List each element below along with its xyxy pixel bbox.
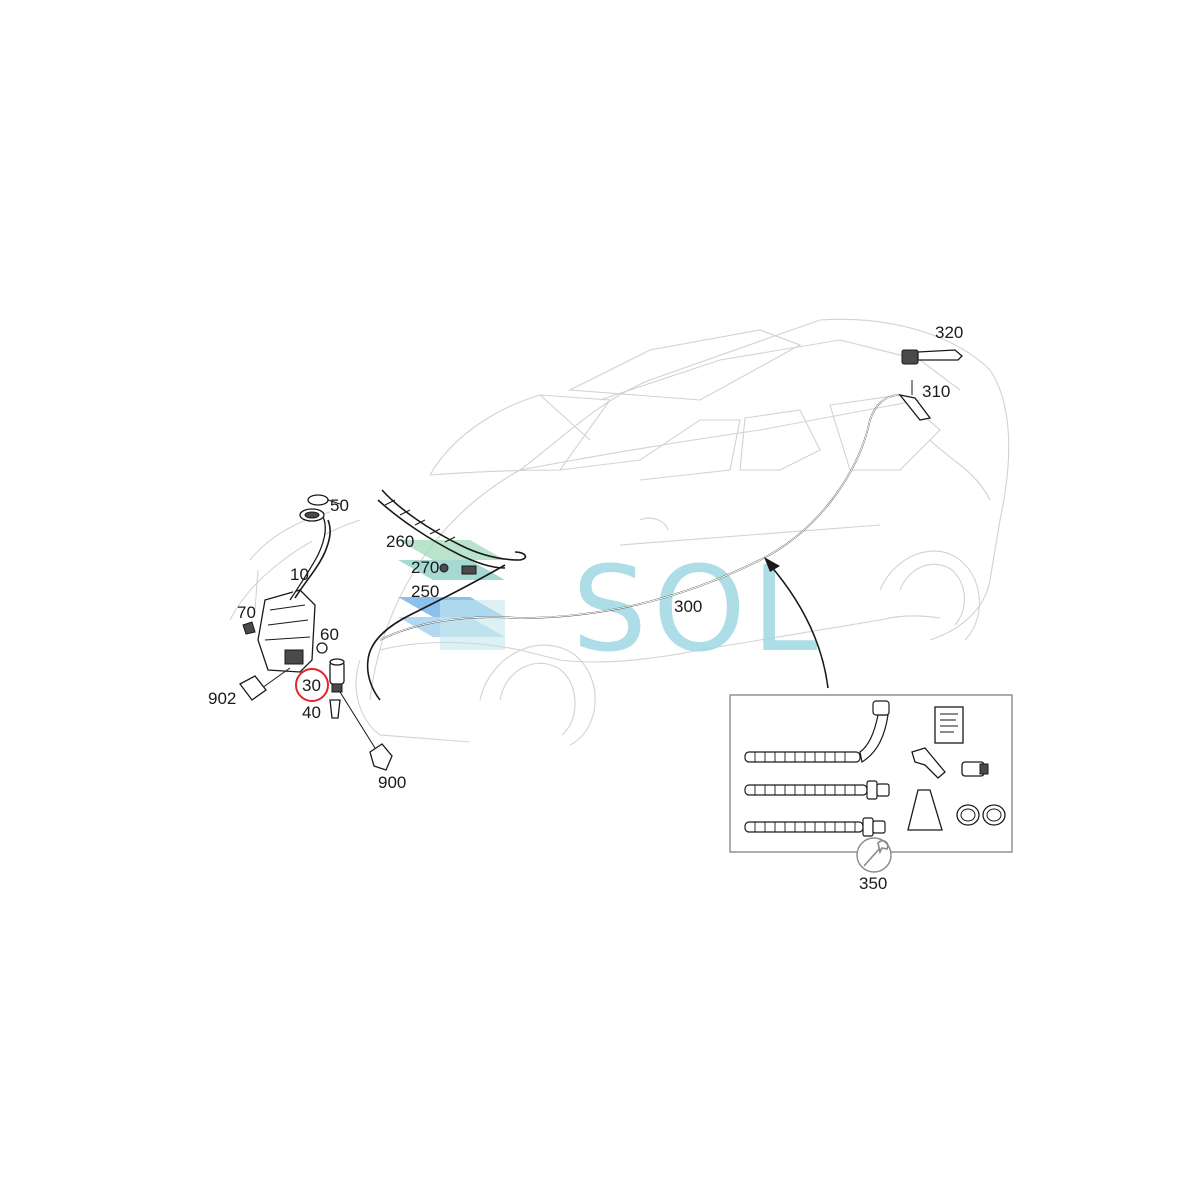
callout-300: 300 bbox=[674, 597, 702, 616]
callout-40: 40 bbox=[302, 703, 321, 722]
connector-902 bbox=[239, 667, 291, 701]
callout-270: 270 bbox=[411, 558, 439, 577]
sol-logo-icon bbox=[398, 540, 505, 650]
callout-60: 60 bbox=[320, 625, 339, 644]
callout-902: 902 bbox=[208, 689, 236, 708]
callout-260: 260 bbox=[386, 532, 414, 551]
highlight-ring bbox=[295, 668, 329, 702]
rear-washer-line bbox=[379, 394, 901, 641]
kit-clip bbox=[911, 747, 946, 779]
kit-hose-1 bbox=[744, 700, 890, 763]
repair-kit-box bbox=[729, 694, 1013, 853]
callout-350: 350 bbox=[859, 874, 887, 893]
car-outline bbox=[229, 318, 1010, 746]
wrench-icon bbox=[856, 837, 892, 873]
seal-ring bbox=[316, 642, 328, 654]
callout-10: 10 bbox=[290, 565, 309, 584]
callout-50: 50 bbox=[330, 496, 349, 515]
connector-900 bbox=[339, 691, 393, 771]
rear-nozzle bbox=[898, 380, 932, 421]
kit-o-rings bbox=[956, 804, 1006, 826]
grommet bbox=[242, 621, 256, 635]
callout-320: 320 bbox=[935, 323, 963, 342]
filler-cap bbox=[307, 494, 341, 506]
kit-funnel bbox=[907, 789, 943, 831]
kit-connector bbox=[961, 761, 989, 777]
kit-hose-3 bbox=[744, 817, 886, 837]
cowl-hose-assembly bbox=[366, 489, 527, 701]
kit-pointer-arrow bbox=[764, 557, 829, 689]
washer-reservoir bbox=[257, 508, 331, 673]
callout-900: 900 bbox=[378, 773, 406, 792]
washer-pump bbox=[329, 658, 345, 693]
callout-310: 310 bbox=[922, 382, 950, 401]
callout-250: 250 bbox=[411, 582, 439, 601]
pump-seal bbox=[329, 699, 341, 719]
document-icon bbox=[934, 706, 964, 744]
kit-hose-2 bbox=[744, 780, 890, 800]
rear-nozzle-bracket bbox=[901, 349, 963, 365]
callout-30: 30 bbox=[302, 676, 321, 695]
callout-70: 70 bbox=[237, 603, 256, 622]
